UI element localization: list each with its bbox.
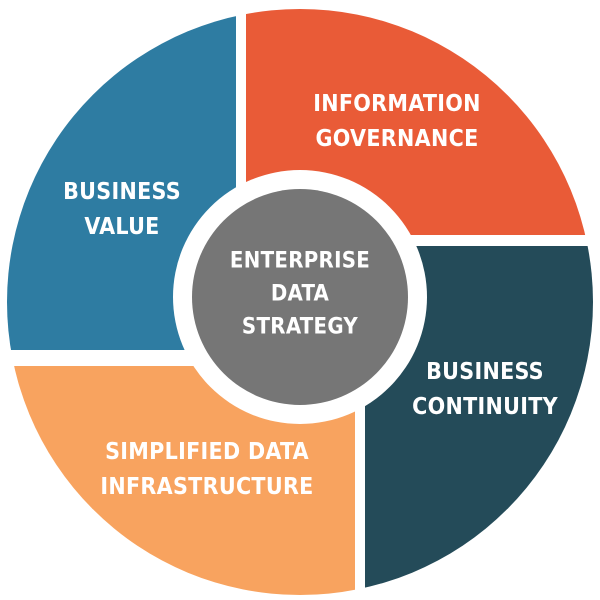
- center-circle: [192, 189, 408, 405]
- label-simplified-data-infrastructure: SIMPLIFIED DATA INFRASTRUCTURE: [100, 439, 314, 500]
- label-business-continuity: BUSINESS CONTINUITY: [412, 359, 558, 420]
- label-business-value: BUSINESS VALUE: [63, 179, 181, 240]
- center-label: ENTERPRISE DATA STRATEGY: [229, 248, 371, 340]
- label-information-governance: INFORMATION GOVERNANCE: [313, 91, 481, 152]
